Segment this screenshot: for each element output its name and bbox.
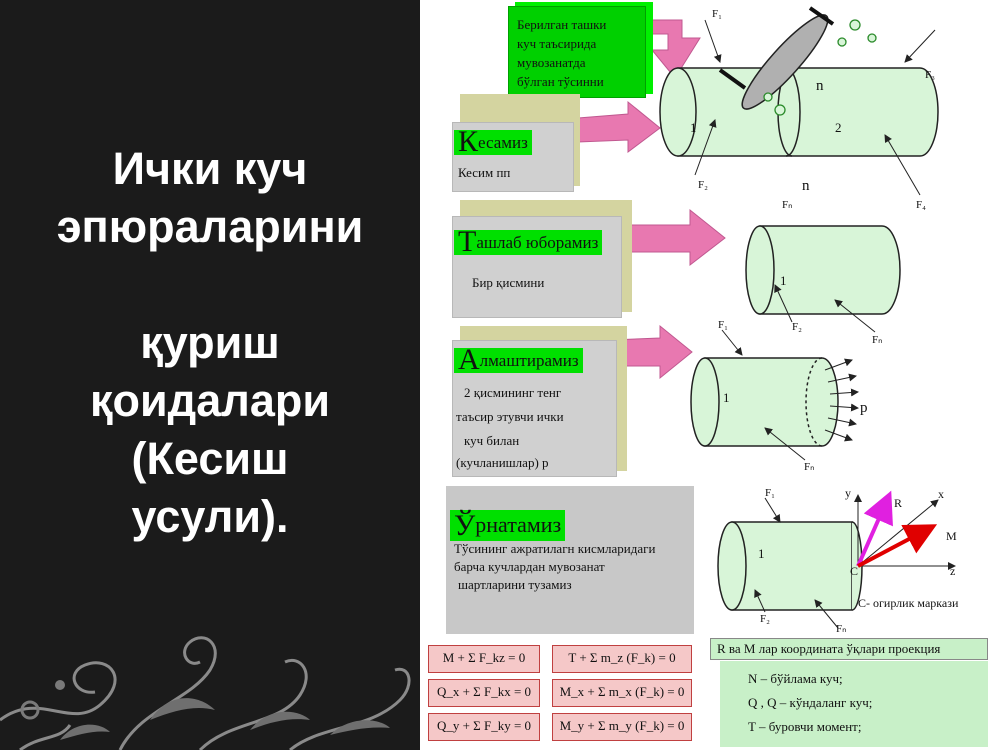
label-f1-bottom: F₁	[765, 487, 775, 499]
cylinder-full	[659, 67, 939, 157]
step-set-text-1: Тўсининг ажратилагн кисмларидаги	[454, 541, 656, 556]
step-set-title: Ўрнатамиз	[450, 510, 566, 541]
formula-1: M + Σ F_kz = 0	[428, 645, 540, 673]
label-fn-bottom: Fₙ	[836, 623, 847, 635]
label-f1-top: F₁	[712, 8, 722, 20]
force-arrows-bottom	[754, 497, 839, 629]
step-replace-text-2: таъсир этувчи ички	[456, 409, 564, 424]
step-set-text-2: барча кучлардан мувозанат	[454, 559, 605, 574]
legend-header: R ва M лар координата ўқлари проекция	[710, 638, 988, 660]
step-replace: Алмаштирамиз 2 қисмининг тенг таъсир эту…	[452, 326, 627, 478]
diagram-drawing: F₁ F₃ F₂ F₄ n n Fₙ 1 2 1 F₂ Fₙ 1	[577, 6, 959, 635]
step-drop-title: Ташлаб юборамиз	[454, 227, 603, 257]
pink-arrow-drop	[619, 208, 726, 267]
cylinder-part-equilibrium	[717, 521, 863, 611]
step-cut: Кесамиз Кесим пп	[452, 94, 580, 194]
bubbles	[763, 19, 877, 116]
title-line-3: қуриш	[140, 317, 280, 368]
swirl-ornament-icon	[0, 636, 411, 750]
given-text: Берилган ташки куч таъсирида мувозанатда…	[517, 15, 606, 91]
label-f3-top: F₃	[925, 69, 935, 81]
given-line-1: Берилган ташки	[517, 17, 607, 32]
label-f2-top: F₂	[698, 179, 708, 191]
legend-t: T – буровчи момент;	[748, 719, 862, 734]
label-n-top: n	[816, 78, 824, 94]
legend-n: N – бўйлама куч;	[748, 671, 843, 686]
given-line-3: мувозанатда	[517, 55, 586, 70]
force-arrows-mid	[774, 284, 876, 333]
label-r: R	[894, 496, 902, 510]
step-drop: Ташлаб юборамиз Бир қисмини	[452, 200, 632, 320]
step-set-text-3: шартларини тузамиз	[458, 577, 572, 592]
step-replace-text-1: 2 қисмининг тенг	[464, 385, 562, 400]
label-n-bottom: n	[802, 178, 810, 194]
label-c: C	[850, 564, 858, 578]
label-f2-mid: F₂	[792, 321, 802, 333]
label-part-1: 1	[690, 120, 697, 135]
given-line-4: бўлган тўсинни	[517, 74, 604, 89]
label-axis-y: y	[845, 486, 851, 500]
label-part-1-b: 1	[780, 273, 787, 288]
label-part-1-c: 1	[723, 390, 730, 405]
given-box: Берилган ташки куч таъсирида мувозанатда…	[508, 6, 646, 98]
pink-arrow-given	[649, 19, 701, 79]
stress-arrows	[721, 329, 859, 461]
resultant-arrow-r	[856, 490, 893, 567]
formula-4: M_x + Σ m_x (F_k) = 0	[552, 679, 692, 707]
right-panel: F₁ F₃ F₂ F₄ n n Fₙ 1 2 1 F₂ Fₙ 1	[420, 0, 1000, 750]
title-line-4: қоидалари	[89, 375, 331, 426]
label-axis-x: x	[938, 487, 944, 501]
given-line-2: куч таъсирида	[517, 36, 597, 51]
label-m: M	[946, 529, 957, 543]
label-axis-z: z	[950, 564, 955, 578]
title-line-2: эпюраларини	[56, 201, 364, 252]
step-drop-text: Бир қисмини	[472, 275, 545, 290]
pink-arrows	[577, 19, 726, 380]
cylinder-part-replaced	[690, 357, 839, 447]
step-replace-title: Алмаштирамиз	[454, 345, 583, 375]
force-arrows-top	[694, 19, 936, 196]
formula-6: M_y + Σ m_y (F_k) = 0	[552, 713, 692, 741]
label-f1-mid: F₁	[718, 319, 728, 331]
step-cut-title: Кесамиз	[454, 127, 532, 157]
legend-body: N – бўйлама куч; Q , Q – кўндаланг куч; …	[720, 661, 988, 747]
slide-title: Ички куч эпюраларини қуриш қоидалари (Ке…	[10, 140, 410, 546]
label-part-2: 2	[835, 120, 842, 135]
label-fn-mid: Fₙ	[872, 334, 883, 346]
title-line-1: Ички куч	[112, 143, 308, 194]
cutting-plane-icon	[718, 6, 835, 110]
moment-arrow-m	[857, 524, 938, 568]
label-centre-of-gravity: C- огирлик маркази	[858, 596, 959, 610]
step-replace-text-3: куч билан	[464, 433, 520, 448]
label-fn-c: Fₙ	[804, 461, 815, 473]
legend-q: Q , Q – кўндаланг куч;	[748, 695, 873, 710]
title-line-5: (Кесиш	[131, 433, 289, 484]
left-panel: Ички куч эпюраларини қуриш қоидалари (Ке…	[0, 0, 420, 750]
pink-arrow-cut	[577, 100, 661, 153]
formula-2: T + Σ m_z (F_k) = 0	[552, 645, 692, 673]
formula-3: Q_x + Σ F_kx = 0	[428, 679, 540, 707]
label-f4-top: F₄	[916, 199, 926, 211]
title-spacer	[10, 256, 410, 314]
label-part-1-d: 1	[758, 546, 765, 561]
label-p: p	[860, 400, 868, 416]
step-replace-text-4: (кучланишлар) p	[456, 455, 549, 470]
label-f2-bottom: F₂	[760, 613, 770, 625]
label-fn-top: Fₙ	[782, 199, 793, 211]
cylinder-part-dropped	[745, 225, 901, 315]
coordinate-axes	[854, 494, 956, 570]
step-cut-text: Кесим пп	[458, 165, 511, 180]
step-set: Ўрнатамиз Тўсининг ажратилагн кисмларида…	[446, 486, 694, 634]
title-line-6: усули).	[131, 491, 289, 542]
formula-5: Q_y + Σ F_ky = 0	[428, 713, 540, 741]
